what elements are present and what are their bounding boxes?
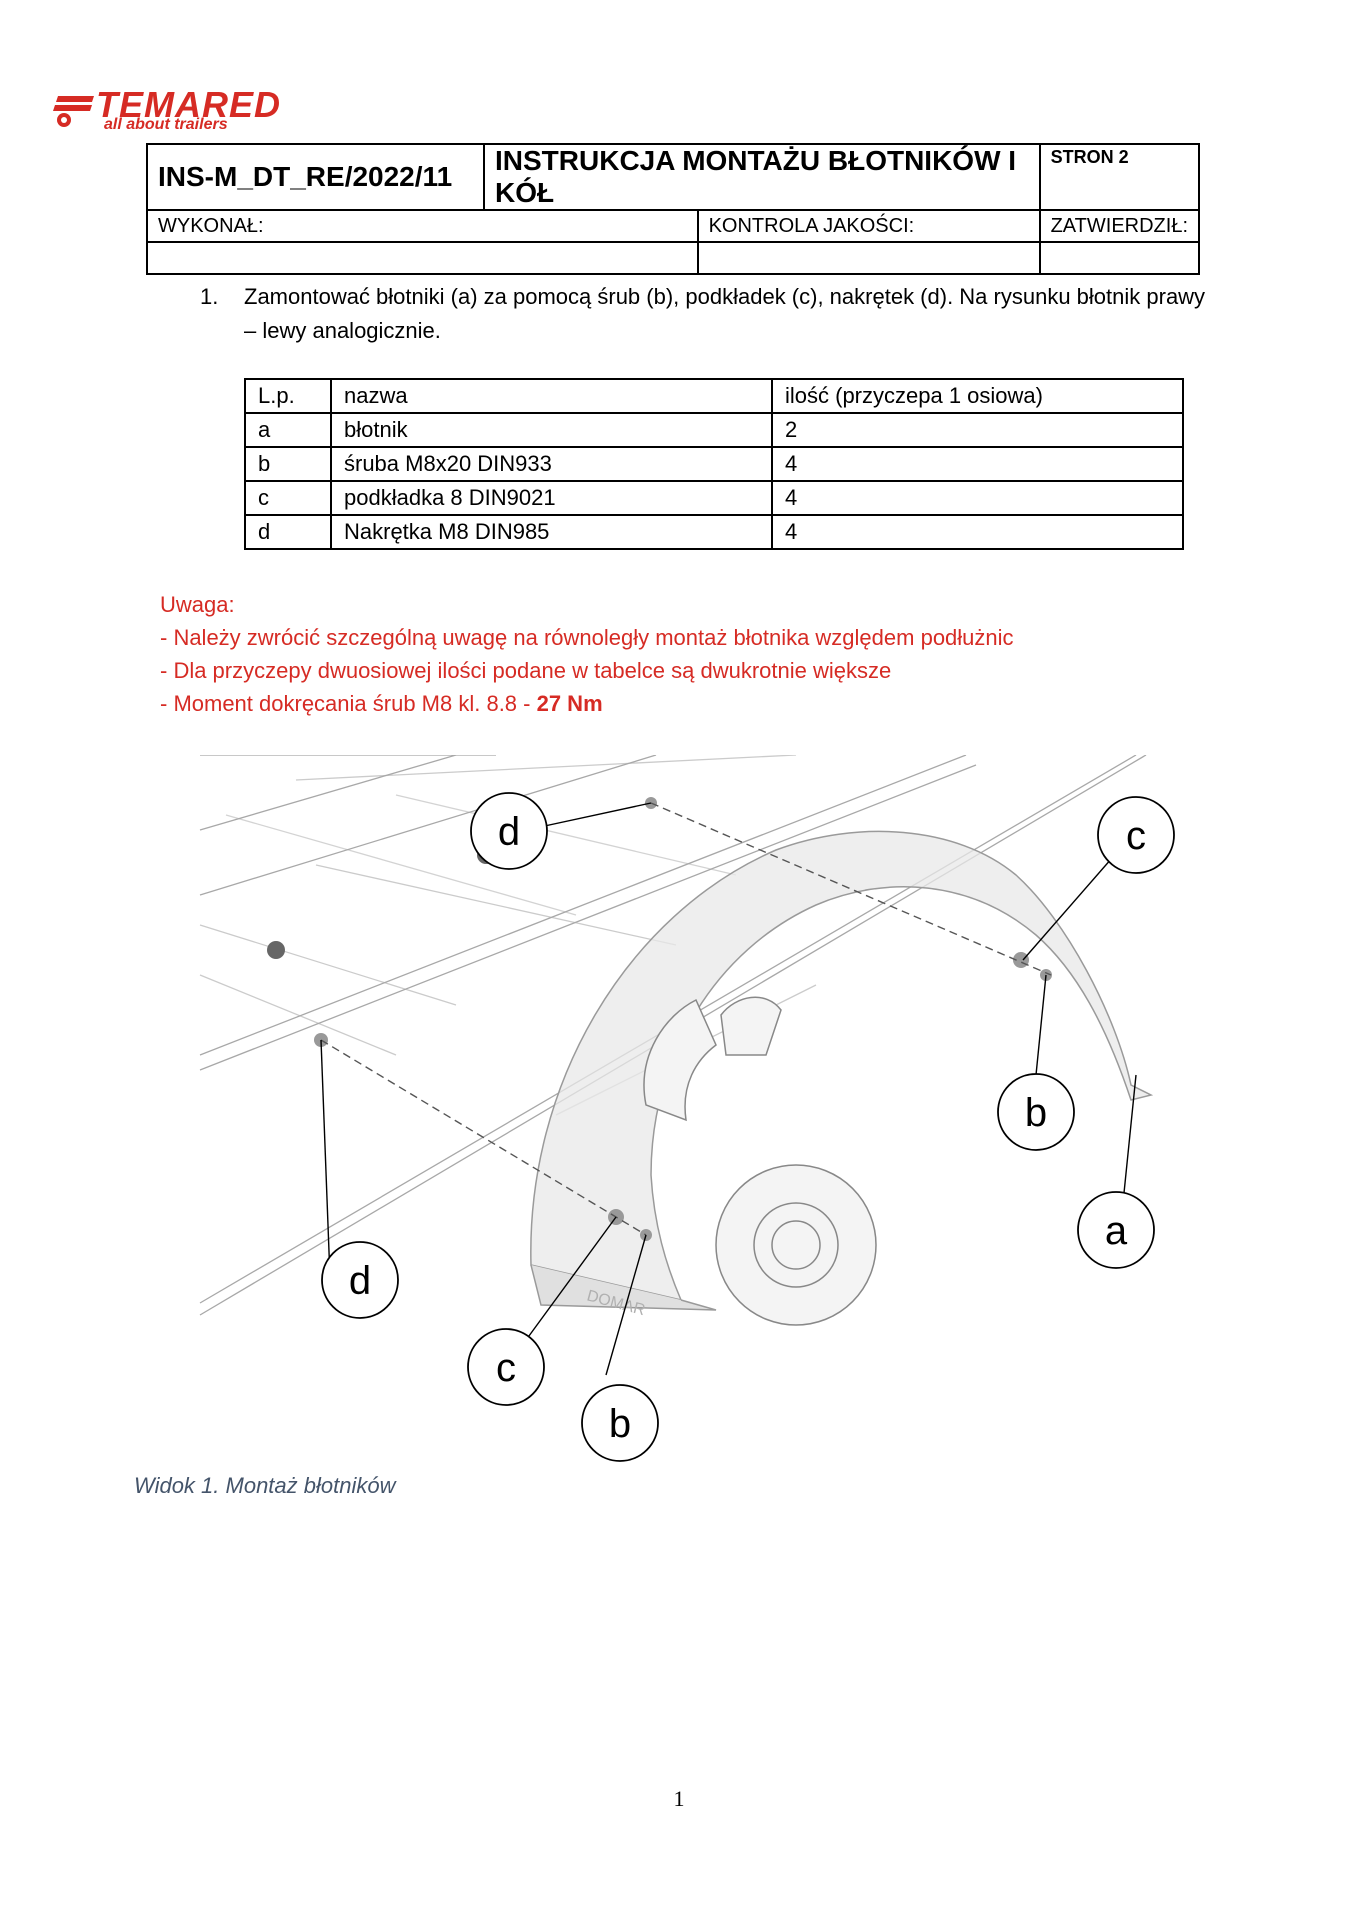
callout-circles: d c b a d c b bbox=[321, 792, 1175, 1462]
table-cell: 4 bbox=[771, 480, 1184, 516]
callout-d-top: d bbox=[470, 792, 548, 870]
page-count: STRON 2 bbox=[1038, 143, 1201, 211]
table-row: d Nakrętka M8 DIN985 4 bbox=[244, 514, 1184, 550]
column-header: L.p. bbox=[244, 378, 332, 414]
torque-text: - Moment dokręcania śrub M8 kl. 8.8 - bbox=[160, 691, 537, 716]
logo-wordmark: TEMARED bbox=[96, 84, 281, 125]
warning-line: - Należy zwrócić szczególną uwagę na rów… bbox=[160, 625, 1014, 650]
torque-value: 27 Nm bbox=[536, 691, 603, 716]
callout-b-right: b bbox=[997, 1073, 1075, 1151]
document-title: INSTRUKCJA MONTAŻU BŁOTNIKÓW I KÓŁ bbox=[483, 143, 1041, 211]
logo-tagline: all about trailers bbox=[104, 116, 228, 133]
instruction-step: 1. Zamontować błotniki (a) za pomocą śru… bbox=[200, 280, 1210, 348]
callout-label: d bbox=[349, 1259, 371, 1303]
table-header-row: L.p. nazwa ilość (przyczepa 1 osiowa) bbox=[244, 378, 1184, 414]
callout-c-bottom: c bbox=[467, 1328, 545, 1406]
page-number: 1 bbox=[673, 1786, 685, 1811]
parts-table: L.p. nazwa ilość (przyczepa 1 osiowa) a … bbox=[244, 378, 1184, 550]
callout-label: d bbox=[498, 810, 520, 854]
callout-label: b bbox=[609, 1402, 631, 1446]
table-cell: a bbox=[244, 412, 332, 448]
callout-b-bottom: b bbox=[581, 1384, 659, 1462]
table-cell: d bbox=[244, 514, 332, 550]
callout-c-top: c bbox=[1097, 796, 1175, 874]
table-cell: 4 bbox=[771, 446, 1184, 482]
company-logo: TEMARED all about trailers bbox=[52, 84, 372, 136]
performed-by-field bbox=[146, 241, 699, 275]
approved-by-label: ZATWIERDZIŁ: bbox=[1038, 209, 1201, 243]
quality-control-field bbox=[696, 241, 1041, 275]
callout-d-left: d bbox=[321, 1241, 399, 1319]
step-number: 1. bbox=[200, 284, 219, 309]
callout-label: c bbox=[1126, 814, 1146, 858]
table-cell: Nakrętka M8 DIN985 bbox=[330, 514, 773, 550]
warning-block: Uwaga: - Należy zwrócić szczególną uwagę… bbox=[160, 588, 1210, 720]
table-row: a błotnik 2 bbox=[244, 412, 1184, 448]
table-cell: 4 bbox=[771, 514, 1184, 550]
callout-label: b bbox=[1025, 1091, 1047, 1135]
trailer-logo-icon bbox=[53, 96, 94, 127]
column-header: nazwa bbox=[330, 378, 773, 414]
wheel-hub bbox=[643, 996, 877, 1326]
table-cell: 2 bbox=[771, 412, 1184, 448]
figure-caption: Widok 1. Montaż błotników bbox=[134, 1473, 396, 1498]
step-text: Zamontować błotniki (a) za pomocą śrub (… bbox=[244, 284, 1206, 343]
callout-label: a bbox=[1105, 1209, 1128, 1253]
warning-line: - Moment dokręcania śrub M8 kl. 8.8 - 27… bbox=[160, 687, 1210, 720]
column-header: ilość (przyczepa 1 osiowa) bbox=[771, 378, 1184, 414]
warning-line: - Dla przyczepy dwuosiowej ilości podane… bbox=[160, 658, 892, 683]
approved-by-field bbox=[1038, 241, 1201, 275]
quality-control-label: KONTROLA JAKOŚCI: bbox=[696, 209, 1041, 243]
performed-by-label: WYKONAŁ: bbox=[146, 209, 699, 243]
table-row: b śruba M8x20 DIN933 4 bbox=[244, 446, 1184, 482]
table-row: c podkładka 8 DIN9021 4 bbox=[244, 480, 1184, 516]
table-cell: śruba M8x20 DIN933 bbox=[330, 446, 773, 482]
table-cell: c bbox=[244, 480, 332, 516]
document-code: INS-M_DT_RE/2022/11 bbox=[146, 143, 485, 211]
callout-a: a bbox=[1077, 1191, 1155, 1269]
callout-label: c bbox=[496, 1346, 516, 1390]
document-header-table: INS-M_DT_RE/2022/11 INSTRUKCJA MONTAŻU B… bbox=[146, 143, 1201, 275]
table-cell: błotnik bbox=[330, 412, 773, 448]
table-cell: podkładka 8 DIN9021 bbox=[330, 480, 773, 516]
table-cell: b bbox=[244, 446, 332, 482]
fender-assembly-drawing: DOMAR d bbox=[199, 755, 1175, 1462]
warning-title: Uwaga: bbox=[160, 592, 235, 617]
